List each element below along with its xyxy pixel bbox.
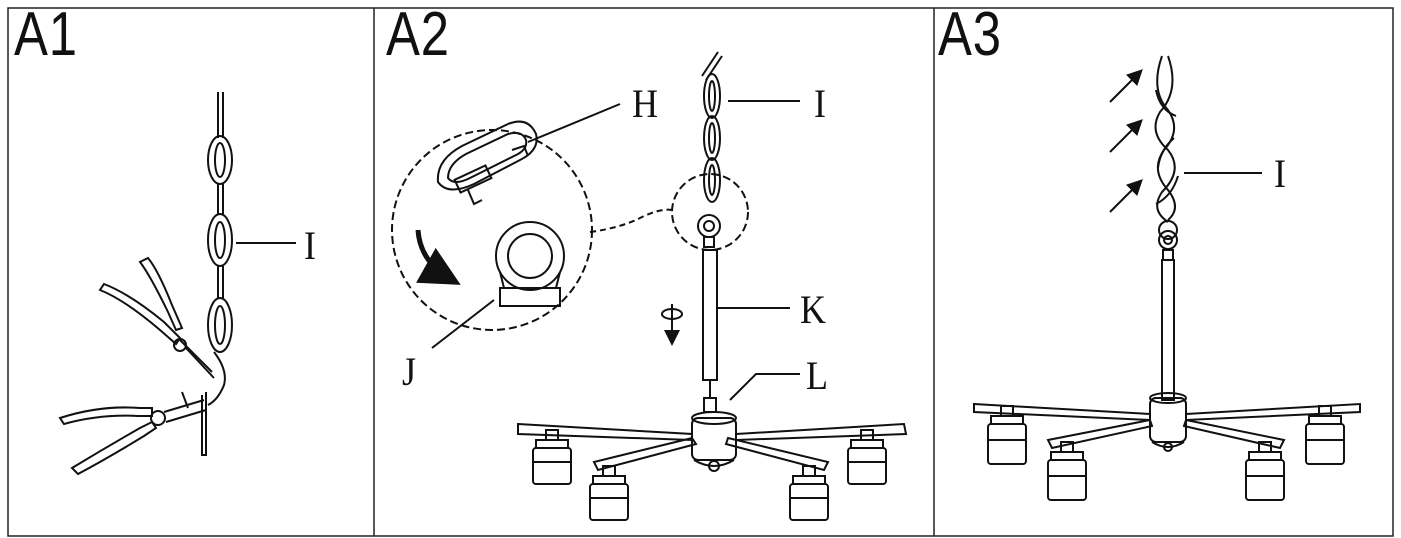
callout-label-j: J <box>402 349 417 394</box>
detail-connector <box>590 210 672 232</box>
callout-label-i-a3: I <box>1274 151 1286 196</box>
quick-link-h <box>438 122 537 204</box>
panel-a1-drawing <box>60 92 296 474</box>
chandelier-a2 <box>518 412 906 520</box>
callout-label-i-a2: I <box>814 81 826 126</box>
rotate-arrow-icon <box>662 304 682 346</box>
callout-label-l: L <box>806 353 828 398</box>
callout-label-i-a1: I <box>304 223 316 268</box>
panel-title-a2: A2 <box>386 0 450 69</box>
panel-title-a1: A1 <box>14 0 78 69</box>
curved-arrow-icon <box>418 230 461 285</box>
panel-a3-drawing <box>974 56 1360 500</box>
detail-circle-small <box>672 174 748 250</box>
callout-line-h <box>528 104 620 142</box>
chain-i-a1 <box>202 92 232 455</box>
panel-a2-drawing <box>392 52 906 520</box>
hook-j <box>496 222 564 306</box>
detail-circle-large <box>392 130 592 330</box>
tighten-arrows <box>1110 69 1143 212</box>
chain-i-a2 <box>702 52 722 202</box>
outer-border <box>8 8 1393 536</box>
pliers-upper <box>100 258 214 378</box>
rod-k <box>703 250 717 380</box>
panel-title-a3: A3 <box>938 0 1002 69</box>
callout-label-h: H <box>632 81 659 126</box>
callout-line-l <box>730 374 800 400</box>
callout-label-k: K <box>800 287 827 332</box>
callout-line-j <box>432 300 494 348</box>
pliers-lower <box>60 392 206 474</box>
chandelier-a3 <box>974 393 1360 500</box>
chain-i-a3 <box>1156 56 1179 260</box>
